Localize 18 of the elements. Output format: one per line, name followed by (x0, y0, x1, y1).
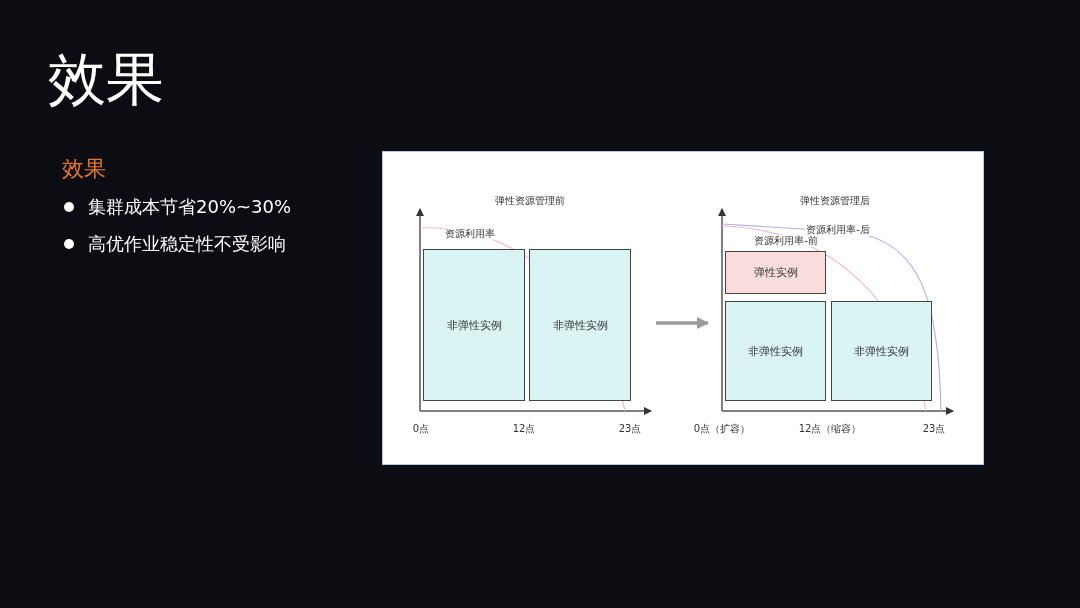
axis-tick-label: 23点 (617, 423, 643, 435)
bullet-text: 集群成本节省20%~30% (88, 195, 292, 219)
elastic-instance-box: 弹性实例 (725, 251, 826, 294)
slide-title: 效果 (48, 44, 164, 114)
chart-title: 弹性资源管理前 (495, 194, 565, 208)
bullet-text: 高优作业稳定性不受影响 (88, 232, 286, 256)
arrow (656, 317, 709, 329)
axis-tick-label: 12点 (511, 423, 537, 435)
axis-tick-label: 0点 (411, 423, 431, 435)
instance-box: 非弹性实例 (529, 249, 631, 401)
axis-tick-label: 23点 (921, 423, 947, 435)
instance-box: 非弹性实例 (831, 301, 932, 401)
subheading: 效果 (62, 155, 106, 183)
chart-title: 弹性资源管理后 (799, 194, 870, 208)
instance-box: 非弹性实例 (725, 301, 826, 401)
curve-label: 资源利用率 (444, 228, 496, 240)
instance-box: 非弹性实例 (423, 249, 525, 401)
curve-label: 资源利用率-后 (805, 224, 871, 236)
